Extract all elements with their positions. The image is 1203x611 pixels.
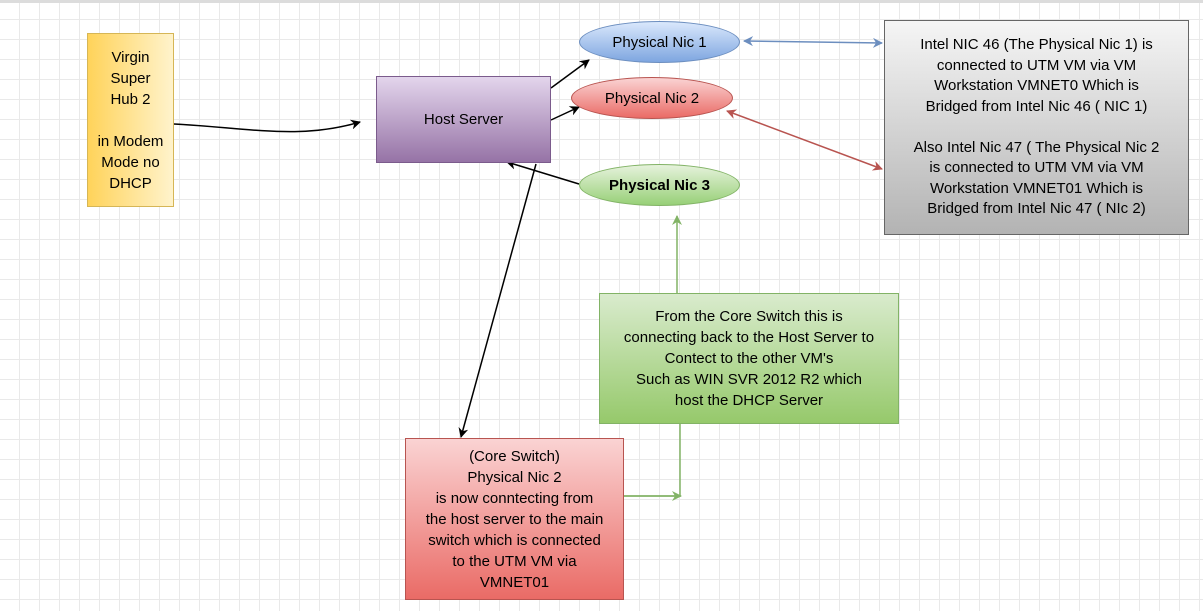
core-switch-label: (Core Switch) Physical Nic 2 is now conn… [425,447,604,591]
edge-host-to-nic1 [550,59,590,89]
edge-host-to-core-switch [458,163,537,438]
physical-nic-2-node: Physical Nic 2 [571,77,733,119]
host-server-node: Host Server [376,76,551,163]
canvas-top-border [0,0,1203,3]
intel-nic-note-text: Intel NIC 46 (The Physical Nic 1) is con… [913,36,1160,218]
edge-nic1-to-intel-note [743,36,883,48]
virgin-super-hub-label: Virgin Super Hub 2 in Modem Mode no DHCP [97,48,164,192]
edge-nic3-to-host [506,159,580,185]
core-switch-return-note: From the Core Switch this is connecting … [599,293,899,424]
intel-nic-note: Intel NIC 46 (The Physical Nic 1) is con… [884,20,1189,235]
physical-nic-3-node: Physical Nic 3 [579,164,740,206]
physical-nic-3-label: Physical Nic 3 [609,176,710,194]
physical-nic-1-node: Physical Nic 1 [579,21,740,63]
physical-nic-1-label: Physical Nic 1 [612,33,707,51]
physical-nic-2-label: Physical Nic 2 [604,89,700,107]
core-switch-node: (Core Switch) Physical Nic 2 is now conn… [405,438,624,600]
edge-nic2-to-intel-note [726,109,883,171]
edge-virgin-to-host [173,119,361,133]
host-server-label: Host Server [423,111,504,128]
virgin-super-hub-node: Virgin Super Hub 2 in Modem Mode no DHCP [87,33,174,207]
core-switch-return-note-text: From the Core Switch this is connecting … [623,308,875,409]
edge-host-to-nic2 [550,106,580,121]
